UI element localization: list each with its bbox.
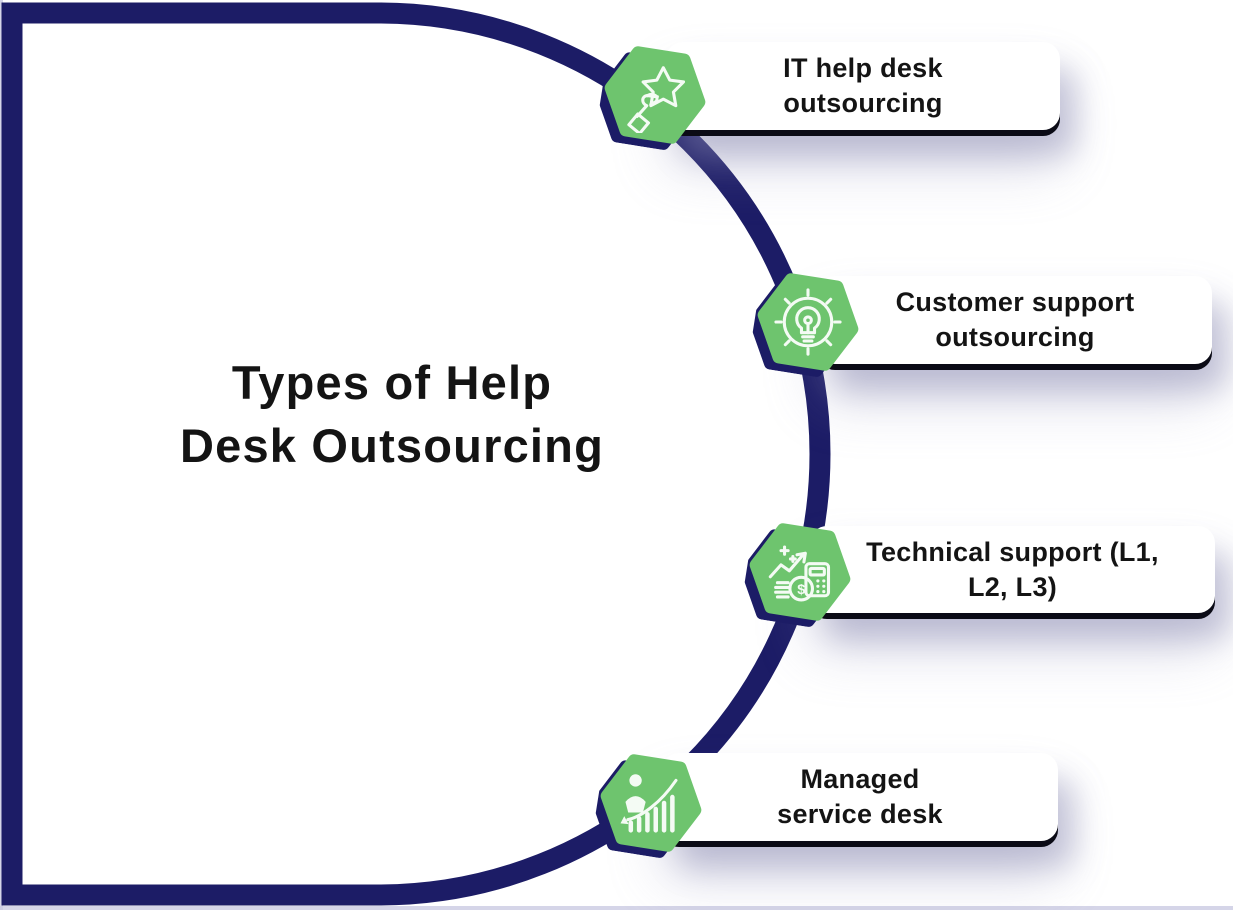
card-label: L2, L3): [967, 571, 1058, 602]
card-customer-support: Customer support outsourcing: [818, 276, 1212, 364]
page-title: Types of Help Desk Outsourcing: [67, 352, 717, 477]
card-label: IT help desk: [783, 53, 943, 83]
person-bar-chart-icon: [620, 774, 678, 833]
card-label: Customer support: [895, 287, 1135, 317]
page-title-line2: Desk Outsourcing: [179, 418, 604, 472]
hex-badge-technical-support: $: [741, 519, 853, 627]
hex-badge-it-help-desk: [596, 42, 708, 150]
card-label: Managed: [800, 764, 920, 794]
growth-chart-calculator-icon: $: [768, 545, 831, 602]
card-it-help-desk: IT help desk outsourcing: [666, 42, 1060, 130]
card-label: outsourcing: [935, 322, 1095, 352]
hex-badge-customer-support: [749, 269, 861, 377]
coin-dollar-glyph: $: [797, 582, 805, 598]
hand-star-icon: [627, 66, 686, 133]
page-title-line1: Types of Help: [231, 356, 553, 409]
gear-lightbulb-icon: [774, 288, 842, 356]
card-managed-service-desk: Managed service desk: [662, 753, 1058, 841]
bottom-edge-strip: [0, 906, 1233, 910]
card-label: service desk: [777, 799, 943, 829]
card-label: outsourcing: [783, 88, 943, 118]
card-technical-support: Technical support (L1, L2, L3): [810, 526, 1215, 613]
hex-badge-managed-service-desk: [592, 750, 704, 858]
card-label: Technical support (L1,: [866, 536, 1159, 567]
